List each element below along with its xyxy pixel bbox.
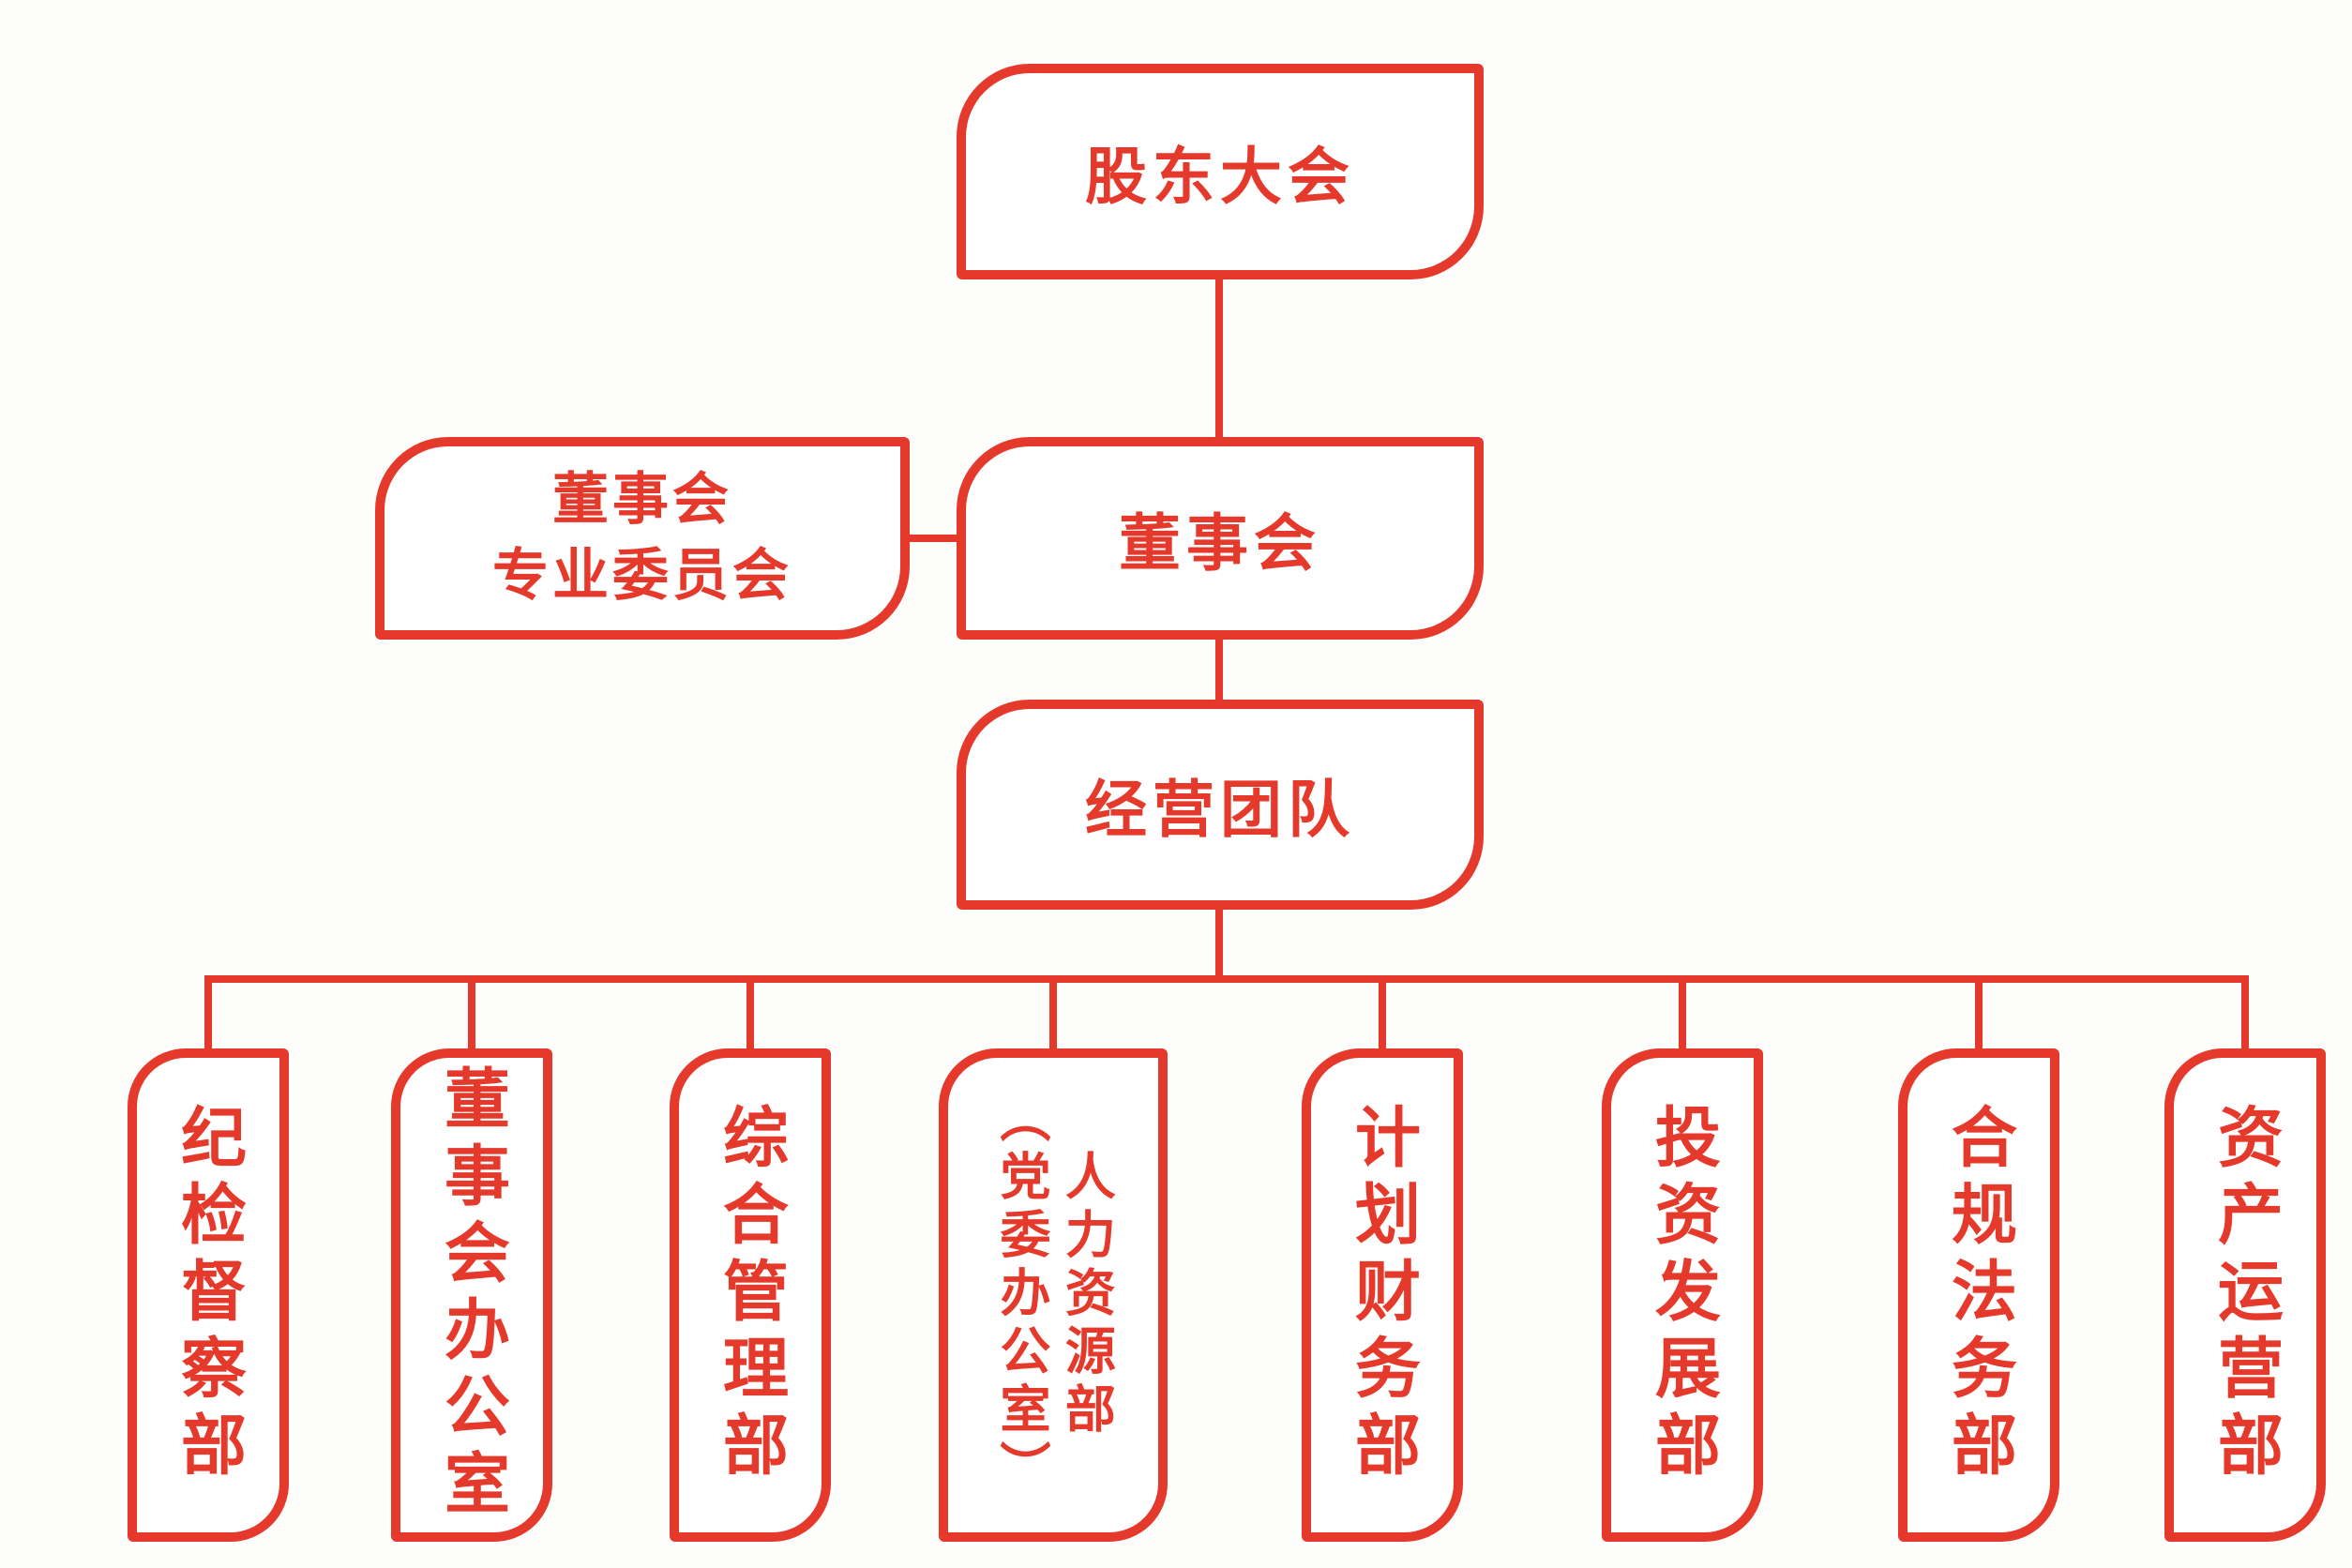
org-node-dept-human-resources: 人力资源部 （党委办公室） — [939, 1048, 1168, 1542]
org-node-dept-general-management: 综合管理部 — [670, 1048, 831, 1542]
org-node-shareholders-meeting: 股东大会 — [957, 64, 1484, 279]
dept-label-investment-development: 投资发展部 — [1644, 1103, 1722, 1487]
org-node-management-team: 经营团队 — [957, 700, 1484, 910]
connector-committee-board — [902, 535, 964, 542]
connector-stub-discipline-inspection — [204, 975, 212, 1054]
org-node-board-of-directors: 董事会 — [957, 437, 1484, 640]
connector-bus-horizontal — [204, 975, 2249, 983]
dept-label-human-resources: 人力资源部 — [1056, 1150, 1116, 1440]
org-node-dept-discipline-inspection: 纪检督察部 — [128, 1048, 289, 1542]
connector-stub-general-management — [746, 975, 754, 1054]
connector-stub-planning-finance — [1379, 975, 1386, 1054]
dept-label-asset-operations: 资产运营部 — [2207, 1103, 2284, 1487]
org-node-board-special-committee: 董事会 专业委员会 — [375, 437, 910, 640]
connector-team-bus — [1215, 904, 1223, 983]
connector-stub-human-resources — [1049, 975, 1057, 1054]
org-node-dept-investment-development: 投资发展部 — [1602, 1048, 1763, 1542]
connector-shareholders-board — [1215, 274, 1223, 443]
org-node-dept-compliance-legal: 合规法务部 — [1898, 1048, 2059, 1542]
board-of-directors-label: 董事会 — [1119, 507, 1321, 580]
dept-label-compliance-legal: 合规法务部 — [1940, 1103, 2018, 1487]
dept-label-discipline-inspection: 纪检督察部 — [170, 1103, 248, 1487]
dept-label-general-management: 综合管理部 — [712, 1103, 790, 1487]
org-node-dept-planning-finance: 计划财务部 — [1302, 1048, 1463, 1542]
dept-label-planning-finance: 计划财务部 — [1344, 1103, 1422, 1487]
connector-stub-asset-operations — [2241, 975, 2249, 1054]
management-team-label: 经营团队 — [1085, 774, 1355, 846]
connector-stub-compliance-legal — [1975, 975, 1983, 1054]
dept-label-board-office: 董事会办公室 — [433, 1064, 511, 1526]
connector-stub-board-office — [468, 975, 475, 1054]
dept-sublabel-party-committee-office: （党委办公室） — [991, 1092, 1050, 1499]
org-node-dept-board-office: 董事会办公室 — [391, 1048, 552, 1542]
board-special-committee-label: 董事会 专业委员会 — [492, 462, 792, 614]
committee-label-line1: 董事会 — [552, 467, 732, 533]
org-node-dept-asset-operations: 资产运营部 — [2164, 1048, 2326, 1542]
connector-board-team — [1215, 634, 1223, 705]
connector-stub-investment-development — [1679, 975, 1686, 1054]
shareholders-meeting-label: 股东大会 — [1085, 141, 1355, 213]
committee-label-line2: 专业委员会 — [492, 543, 792, 609]
